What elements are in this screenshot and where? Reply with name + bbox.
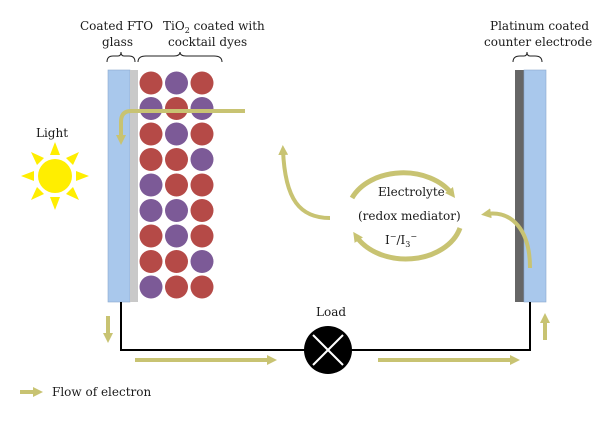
pt-brace [512, 51, 543, 63]
electrolyte-label: Electrolyte [378, 185, 445, 199]
dye-molecule-purple [139, 173, 163, 197]
tio2-label-line2: cocktail dyes [168, 35, 247, 49]
electron-arrow-counter-to-electrolyte [481, 208, 532, 269]
load-symbol [304, 326, 352, 374]
dye-molecule-purple [190, 97, 214, 120]
fto-glass [107, 69, 131, 303]
dye-molecule-red [190, 199, 214, 222]
dye-molecule-red [190, 71, 214, 95]
dye-molecule-red [190, 122, 214, 146]
dye-molecule-red [165, 173, 188, 197]
iodide-label: I−/I3− [385, 232, 417, 249]
dye-grid [139, 71, 214, 299]
dye-molecule-red [139, 71, 163, 95]
dye-molecule-purple [190, 148, 214, 171]
dye-molecule-red [139, 122, 163, 146]
load-label: Load [316, 305, 346, 319]
dye-molecule-purple [139, 275, 163, 299]
dye-molecule-red [165, 275, 188, 299]
dye-molecule-red [139, 224, 163, 248]
electrolyte-cycle-arrow-bottom [353, 227, 463, 262]
legend-label: Flow of electron [52, 385, 152, 399]
dye-molecule-purple [139, 199, 163, 222]
sun-icon [21, 142, 89, 210]
dye-molecule-red [139, 250, 163, 273]
dye-molecule-red [165, 250, 188, 273]
platinum-layer [515, 70, 524, 302]
dye-molecule-red [190, 224, 214, 248]
pt-label-line2: counter electrode [484, 35, 592, 49]
fto-conductive-layer [130, 70, 138, 302]
dye-molecule-red [165, 97, 188, 120]
fto-label-line2: glass [102, 35, 133, 49]
tio2-label-line1: TiO2 coated with [163, 19, 265, 35]
dye-molecule-purple [139, 97, 163, 120]
electron-arrow-electrolyte-to-dye [278, 145, 331, 220]
dye-molecule-purple [190, 250, 214, 273]
dye-molecule-purple [165, 224, 188, 248]
fto-label-line1: Coated FTO [80, 19, 153, 33]
dye-molecule-red [190, 173, 214, 197]
tio2-brace [137, 51, 223, 63]
redox-label: (redox mediator) [358, 209, 461, 223]
counter-electrode-glass [523, 69, 547, 303]
dye-molecule-red [139, 148, 163, 171]
fto-brace [106, 51, 136, 63]
light-label: Light [36, 126, 68, 140]
electron-arrow-dye-to-fto [116, 109, 245, 145]
dye-molecule-red [190, 275, 214, 299]
dye-molecule-red [165, 148, 188, 171]
dye-molecule-purple [165, 122, 188, 146]
dye-molecule-purple [165, 71, 188, 95]
pt-label-line1: Platinum coated [490, 19, 589, 33]
dye-molecule-purple [165, 199, 188, 222]
electrolyte-cycle-arrow-top [349, 170, 456, 200]
